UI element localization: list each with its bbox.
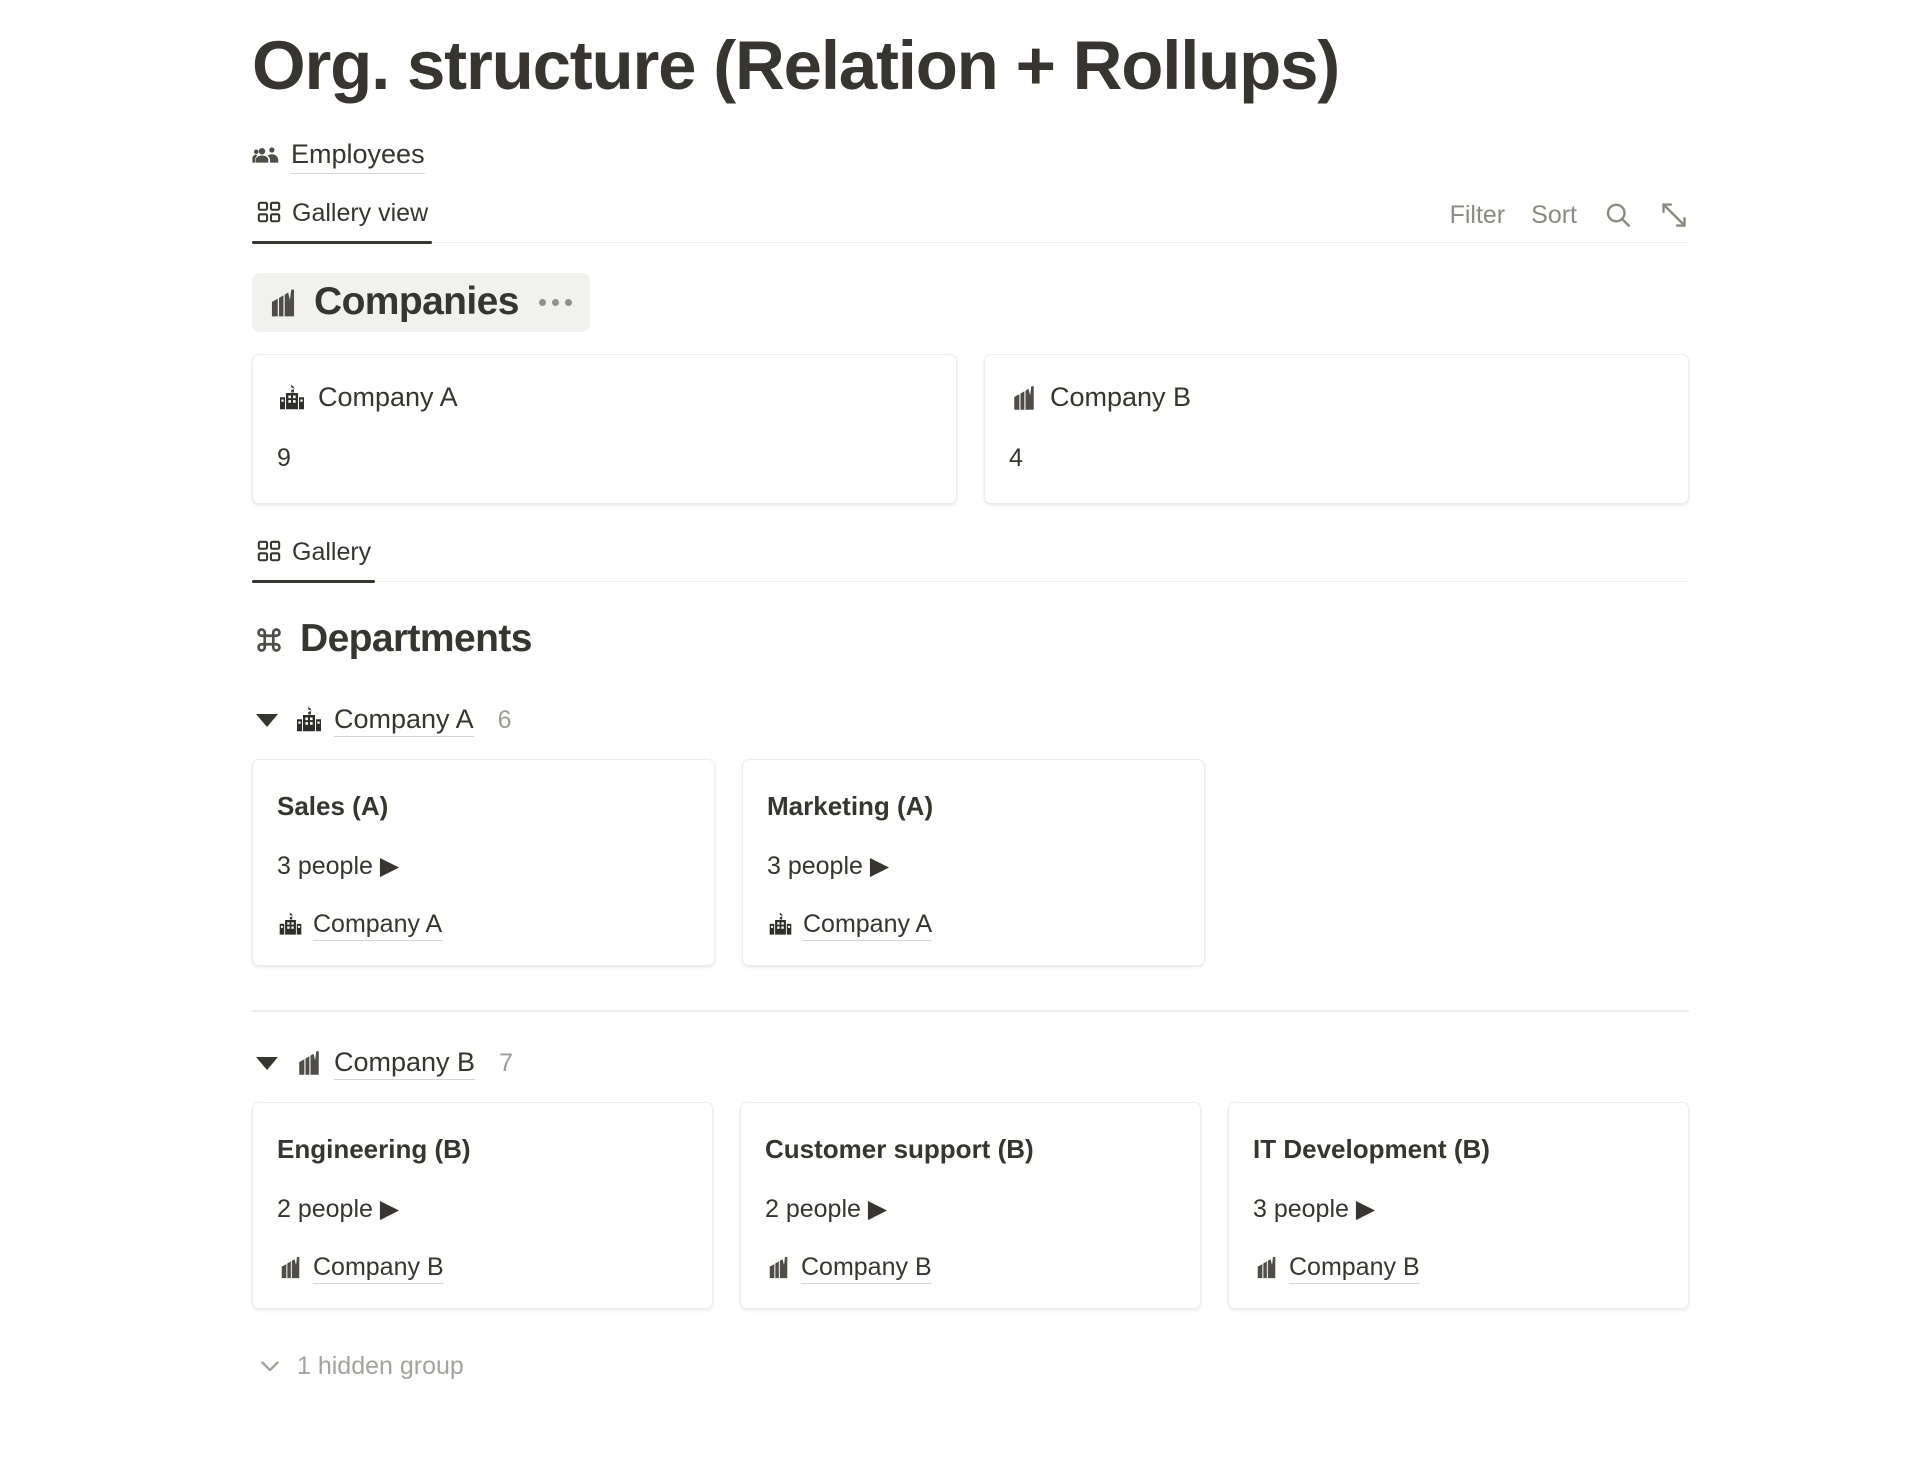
companies-card-grid: Company A 9 Company B 4 bbox=[252, 354, 1689, 505]
tab-gallery-view-label: Gallery view bbox=[292, 199, 429, 228]
factory-icon bbox=[277, 1254, 304, 1281]
department-relation-label: Company B bbox=[801, 1252, 932, 1284]
department-relation-link[interactable]: Company A bbox=[767, 909, 933, 941]
search-icon[interactable] bbox=[1603, 200, 1633, 230]
department-people-count[interactable]: 2 people ▶ bbox=[765, 1194, 888, 1223]
company-card[interactable]: Company B 4 bbox=[984, 354, 1689, 505]
view-tab-list: Gallery bbox=[252, 537, 381, 583]
department-people-count[interactable]: 3 people ▶ bbox=[277, 851, 400, 880]
company-card-title: Company A bbox=[318, 382, 458, 413]
department-card[interactable]: Customer support (B) 2 people ▶ Company … bbox=[740, 1102, 1201, 1310]
department-card[interactable]: Engineering (B) 2 people ▶ Company B bbox=[252, 1102, 713, 1310]
tab-gallery-view[interactable]: Gallery view bbox=[252, 198, 438, 244]
department-relation-link[interactable]: Company B bbox=[277, 1252, 444, 1284]
group-link-company-a[interactable]: Company A bbox=[294, 703, 474, 738]
section-header-companies[interactable]: Companies bbox=[252, 273, 590, 333]
group-count: 6 bbox=[497, 705, 512, 734]
group-count: 7 bbox=[499, 1048, 513, 1077]
tab-gallery[interactable]: Gallery bbox=[252, 537, 381, 583]
company-card-head: Company B bbox=[1009, 381, 1664, 415]
gallery-grid-icon bbox=[256, 539, 282, 565]
department-relation-link[interactable]: Company B bbox=[765, 1252, 932, 1284]
school-building-icon bbox=[294, 705, 324, 735]
view-actions: Filter Sort bbox=[1450, 200, 1689, 242]
department-card-title: Customer support (B) bbox=[765, 1134, 1034, 1165]
company-card[interactable]: Company A 9 bbox=[252, 354, 957, 505]
gallery-grid-icon bbox=[256, 200, 282, 226]
group-header-company-a: Company A 6 bbox=[252, 703, 1689, 738]
group-divider bbox=[252, 1010, 1689, 1012]
company-card-value: 4 bbox=[1009, 443, 1023, 472]
group-label: Company A bbox=[334, 703, 474, 738]
triangle-down-icon[interactable] bbox=[256, 1056, 278, 1070]
factory-icon bbox=[1253, 1254, 1280, 1281]
department-card-title: Marketing (A) bbox=[767, 791, 934, 822]
department-card-grid-b: Engineering (B) 2 people ▶ Company B Cus… bbox=[252, 1102, 1689, 1310]
view-toolbar-employees: Gallery view Filter Sort bbox=[252, 198, 1689, 244]
department-people-count[interactable]: 3 people ▶ bbox=[767, 851, 890, 880]
factory-icon bbox=[765, 1254, 792, 1281]
tab-gallery-label: Gallery bbox=[292, 538, 372, 567]
department-relation-label: Company A bbox=[313, 909, 443, 941]
hidden-group-label: 1 hidden group bbox=[297, 1352, 464, 1381]
page-title: Org. structure (Relation + Rollups) bbox=[252, 27, 1340, 104]
chevron-down-icon bbox=[256, 1352, 284, 1380]
department-card[interactable]: Sales (A) 3 people ▶ bbox=[252, 759, 715, 967]
department-relation-label: Company B bbox=[313, 1252, 444, 1284]
view-toolbar-departments: Gallery bbox=[252, 537, 1689, 583]
section-title-departments: Departments bbox=[300, 617, 532, 661]
school-building-icon bbox=[767, 911, 794, 938]
group-header-company-b: Company B 7 bbox=[252, 1046, 1689, 1081]
factory-icon bbox=[1009, 383, 1039, 413]
department-card[interactable]: IT Development (B) 3 people ▶ Company B bbox=[1228, 1102, 1689, 1310]
source-database-label: Employees bbox=[291, 138, 425, 175]
section-header-departments[interactable]: Departments bbox=[252, 610, 550, 669]
source-database-link[interactable]: Employees bbox=[252, 138, 425, 175]
department-card-grid-a: Sales (A) 3 people ▶ bbox=[252, 759, 1689, 967]
section-title-companies: Companies bbox=[314, 280, 519, 324]
department-card-title: IT Development (B) bbox=[1253, 1134, 1490, 1165]
expand-diagonal-icon[interactable] bbox=[1659, 200, 1689, 230]
department-relation-link[interactable]: Company A bbox=[277, 909, 443, 941]
command-loop-icon bbox=[252, 623, 286, 657]
page-content: Org. structure (Relation + Rollups) Empl… bbox=[252, 0, 1689, 1385]
school-building-icon bbox=[277, 383, 307, 413]
ellipsis-icon[interactable] bbox=[538, 299, 572, 307]
department-relation-link[interactable]: Company B bbox=[1253, 1252, 1420, 1284]
group-link-company-b[interactable]: Company B bbox=[294, 1046, 476, 1081]
factory-icon bbox=[266, 286, 300, 320]
department-relation-label: Company B bbox=[1289, 1252, 1420, 1284]
people-group-icon bbox=[252, 141, 282, 171]
sort-button[interactable]: Sort bbox=[1531, 200, 1577, 229]
company-card-head: Company A bbox=[277, 381, 932, 415]
triangle-down-icon[interactable] bbox=[256, 713, 278, 727]
filter-button[interactable]: Filter bbox=[1449, 200, 1506, 229]
company-card-value: 9 bbox=[277, 443, 291, 472]
department-card-title: Engineering (B) bbox=[277, 1134, 471, 1165]
view-tab-list: Gallery view bbox=[252, 198, 438, 244]
department-relation-label: Company A bbox=[803, 909, 933, 941]
hidden-group-toggle[interactable]: 1 hidden group bbox=[252, 1351, 464, 1381]
department-card[interactable]: Marketing (A) 3 people ▶ bbox=[742, 759, 1205, 967]
department-people-count[interactable]: 2 people ▶ bbox=[277, 1194, 400, 1223]
factory-icon bbox=[294, 1048, 324, 1078]
group-label: Company B bbox=[334, 1046, 476, 1081]
department-card-title: Sales (A) bbox=[277, 791, 389, 822]
department-people-count[interactable]: 3 people ▶ bbox=[1253, 1194, 1376, 1223]
company-card-title: Company B bbox=[1050, 382, 1192, 413]
school-building-icon bbox=[277, 911, 304, 938]
